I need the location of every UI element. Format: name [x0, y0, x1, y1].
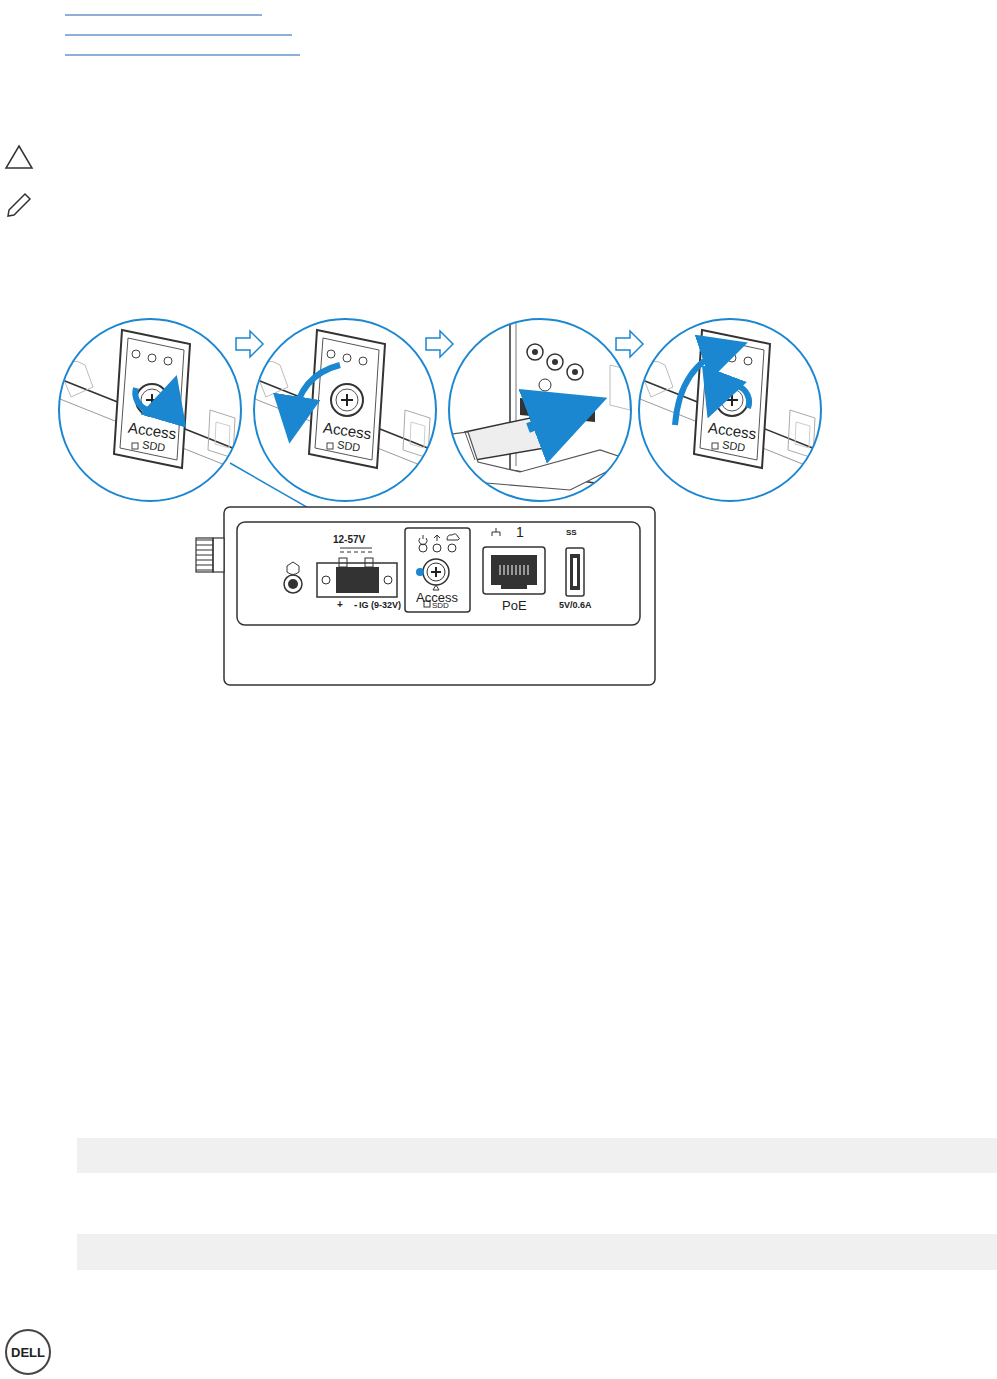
pin-label: -: [354, 600, 357, 610]
pin-label: IG (9-32V): [359, 601, 401, 610]
usb-logo: SS: [566, 529, 577, 537]
pin-label: +: [337, 600, 343, 610]
voltage-label: 12-57V: [333, 535, 365, 545]
usb-rating: 5V/0.6A: [559, 601, 592, 610]
port-label: PoE: [502, 599, 527, 612]
sdd-label: SDD: [432, 602, 449, 610]
port-number: 1: [516, 525, 524, 539]
dell-logo: DELL: [11, 1346, 45, 1359]
